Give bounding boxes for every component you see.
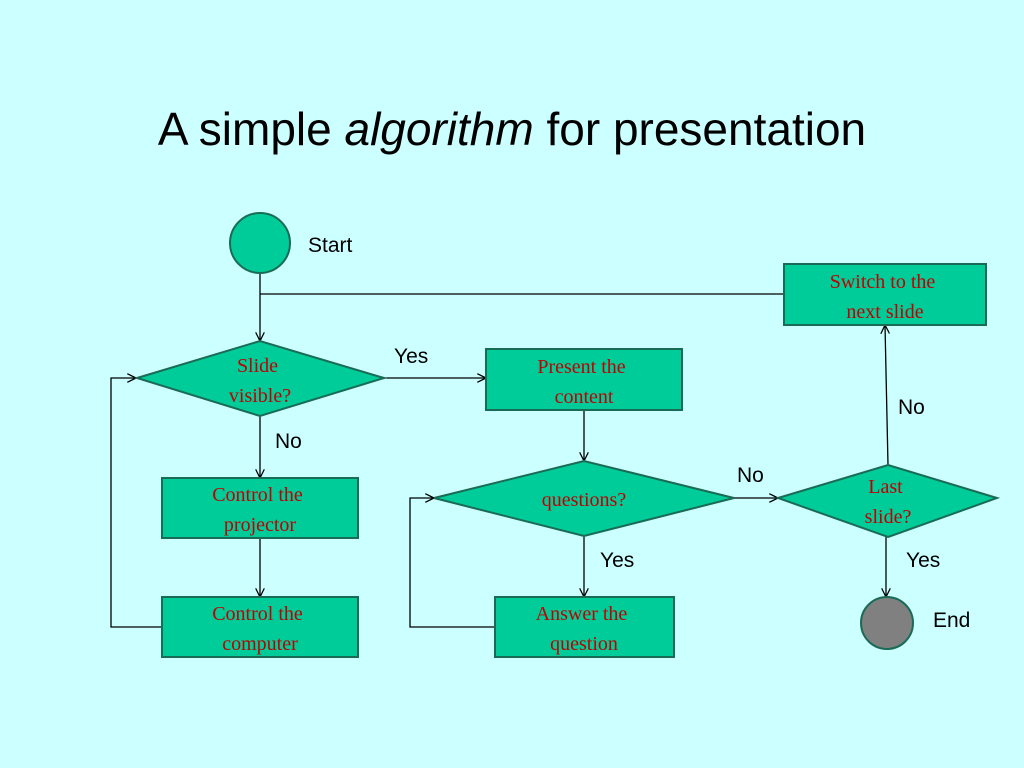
last-slide-text: Last slide? bbox=[865, 476, 912, 528]
connector-answer-loop-to-questions bbox=[409, 498, 495, 628]
questions-yes-label: Yes bbox=[600, 549, 634, 572]
questions-diamond bbox=[433, 459, 735, 538]
answer-question-line-2: question bbox=[550, 633, 618, 655]
switch-slide-line-1: Switch to the bbox=[830, 271, 936, 293]
slide-visible-diamond bbox=[133, 339, 388, 418]
present-content-line-2: content bbox=[555, 386, 614, 408]
answer-question-node: Answer the question bbox=[494, 596, 675, 658]
slide-title: A simple algorithm for presentation bbox=[0, 102, 1024, 157]
last-slide-line-2: slide? bbox=[865, 506, 912, 528]
present-content-node: Present the content bbox=[485, 348, 683, 411]
start-circle bbox=[229, 212, 291, 274]
end-node bbox=[860, 596, 914, 650]
control-computer-line-2: computer bbox=[222, 633, 298, 655]
control-projector-node: Control the projector bbox=[161, 477, 359, 539]
last-slide-diamond bbox=[774, 463, 1001, 539]
switch-slide-node: Switch to the next slide bbox=[783, 263, 987, 326]
present-content-box bbox=[485, 348, 683, 411]
switch-slide-line-2: next slide bbox=[846, 301, 923, 323]
present-content-text: Present the content bbox=[537, 356, 630, 408]
last-slide-line-1: Last bbox=[868, 476, 903, 498]
start-label: Start bbox=[308, 234, 353, 257]
connector-computer-loop-to-visible bbox=[110, 378, 162, 628]
control-computer-text: Control the computer bbox=[212, 603, 308, 655]
slide-visible-no-label: No bbox=[275, 430, 302, 453]
last-slide-yes-label: Yes bbox=[906, 549, 940, 572]
answer-question-line-1: Answer the bbox=[536, 603, 628, 625]
connectors bbox=[110, 272, 888, 628]
slide-visible-yes-label: Yes bbox=[394, 345, 428, 368]
answer-question-box bbox=[494, 596, 675, 658]
control-projector-box bbox=[161, 477, 359, 539]
switch-slide-box bbox=[783, 263, 987, 326]
answer-question-text: Answer the question bbox=[536, 603, 633, 655]
control-computer-line-1: Control the bbox=[212, 603, 303, 625]
control-projector-text: Control the projector bbox=[212, 484, 308, 536]
control-computer-box bbox=[161, 596, 359, 658]
end-label: End bbox=[933, 609, 970, 632]
end-circle bbox=[860, 596, 914, 650]
slide-visible-decision: Slide visible? bbox=[133, 339, 388, 418]
title-text-before: A simple bbox=[157, 103, 345, 155]
connector-last-no-to-switch bbox=[885, 325, 888, 466]
questions-decision: questions? bbox=[433, 459, 735, 538]
last-slide-no-label: No bbox=[898, 396, 925, 419]
present-content-line-1: Present the bbox=[537, 356, 625, 378]
title-text-after: for presentation bbox=[533, 103, 867, 155]
questions-no-label: No bbox=[737, 464, 764, 487]
questions-text: questions? bbox=[542, 489, 627, 511]
slide-visible-text: Slide visible? bbox=[229, 355, 291, 407]
title-text-emphasis: algorithm bbox=[344, 103, 534, 155]
start-node bbox=[229, 212, 291, 274]
last-slide-decision: Last slide? bbox=[774, 463, 1001, 539]
control-computer-node: Control the computer bbox=[161, 596, 359, 658]
slide-visible-line-2: visible? bbox=[229, 385, 291, 407]
control-projector-line-2: projector bbox=[224, 514, 297, 536]
switch-slide-text: Switch to the next slide bbox=[830, 271, 941, 323]
control-projector-line-1: Control the bbox=[212, 484, 303, 506]
slide-visible-line-1: Slide bbox=[237, 355, 278, 377]
